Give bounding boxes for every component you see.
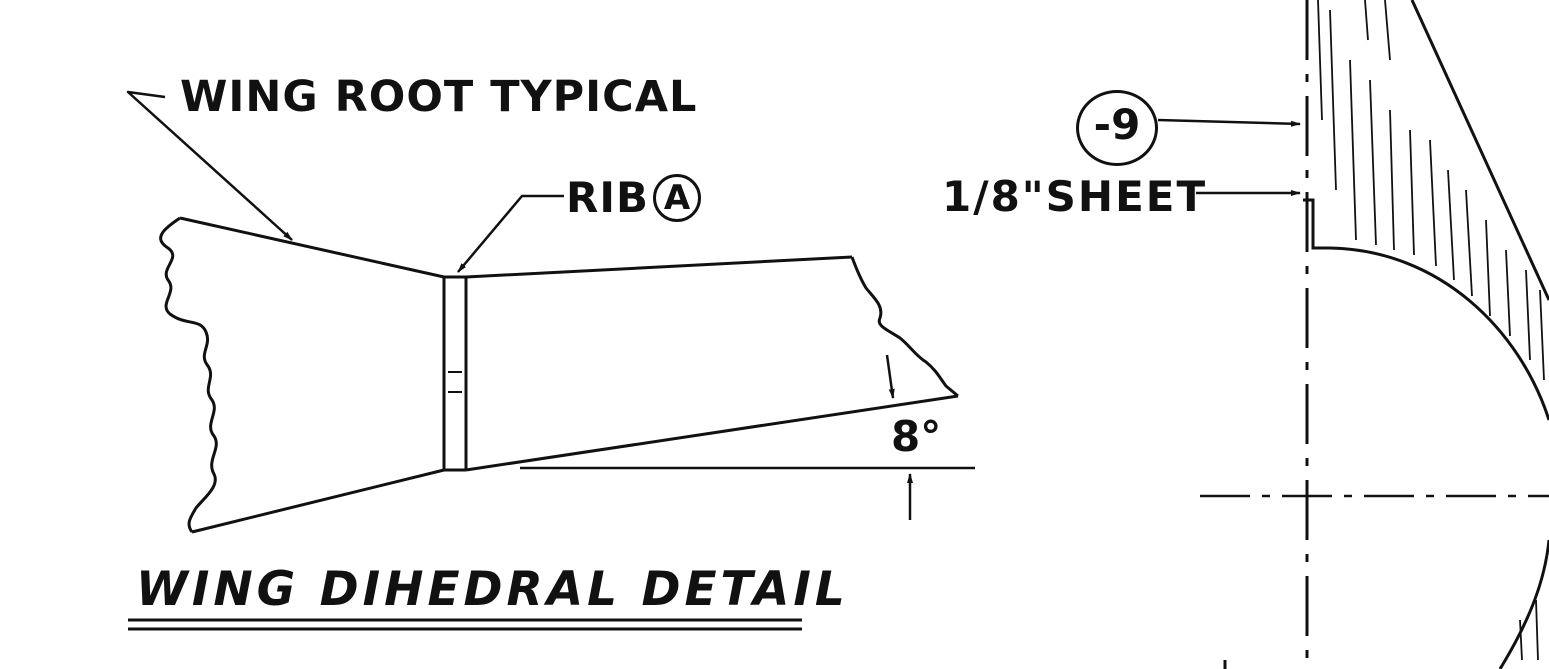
- right-wing-panel: [465, 255, 959, 472]
- rib-leader: [457, 194, 564, 273]
- right-break-line: [850, 256, 959, 398]
- former-arc: [1329, 246, 1549, 421]
- angle-arrow-top: [885, 354, 895, 399]
- part-9-leader: [1157, 118, 1301, 127]
- wing-dihedral-drawing: [126, 90, 975, 631]
- left-break-line: [159, 216, 218, 533]
- sheet-step: [1303, 198, 1330, 250]
- fuselage-section-drawing: [1157, 0, 1549, 669]
- former-arc-lower: [1498, 539, 1549, 669]
- wing-root-typical-label: WING ROOT TYPICAL: [180, 72, 698, 122]
- left-wing-panel: [179, 216, 446, 534]
- rib-label: RIB: [566, 173, 649, 222]
- part-number-label: -9: [1093, 100, 1141, 149]
- dihedral-angle-label: 8°: [891, 412, 942, 461]
- rib-callout-letter: A: [663, 178, 691, 218]
- sheet-thickness-label: 1/8"SHEET: [942, 172, 1208, 221]
- outer-edge: [1410, 0, 1549, 301]
- wood-grain-hatching: [1317, 0, 1545, 661]
- part-number-circle: [1076, 90, 1158, 166]
- detail-title: WING DIHEDRAL DETAIL: [136, 562, 849, 617]
- wing-root-leader: [126, 90, 293, 241]
- rib-callout-circle: [653, 174, 701, 222]
